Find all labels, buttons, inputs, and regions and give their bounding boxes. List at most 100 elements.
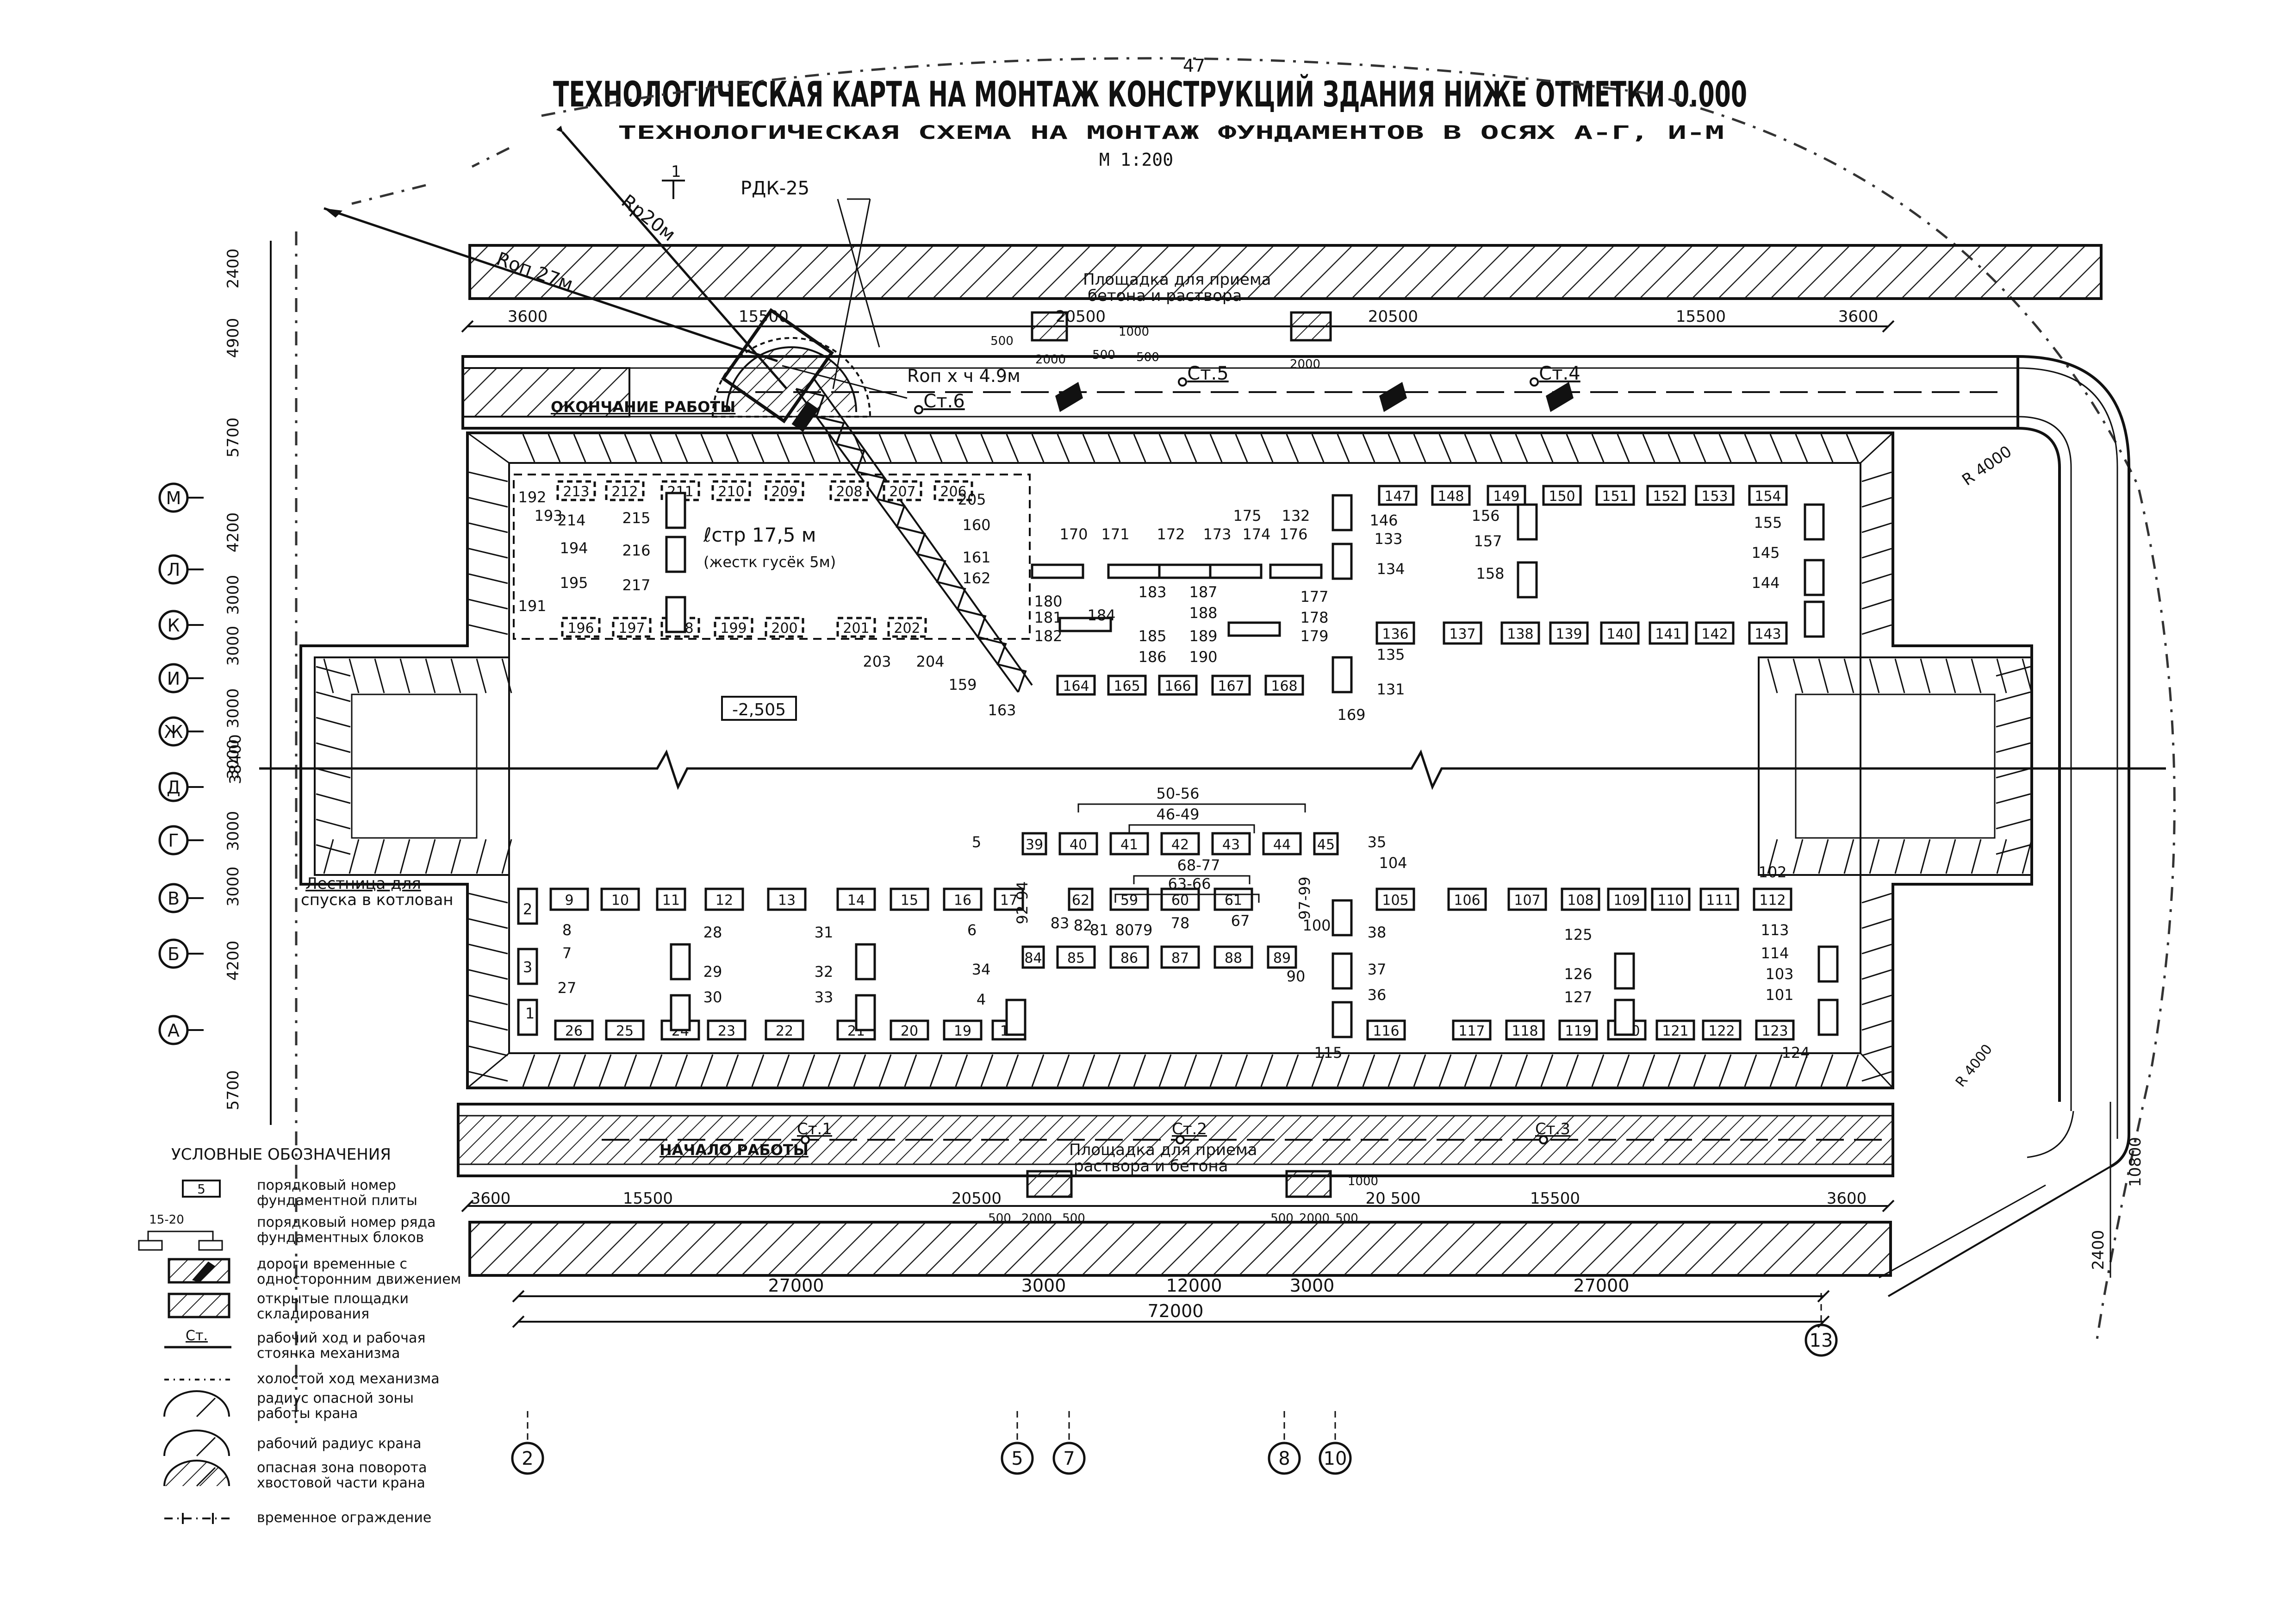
left-dimension: 4200 (224, 941, 243, 981)
column-axis-label: 2 (522, 1448, 533, 1469)
foundation-label: 37 (1368, 961, 1387, 978)
platform-bottom-line2: раствора и бетона (1074, 1157, 1228, 1175)
foundation-block-bar (1804, 559, 1825, 596)
foundation-plate-number: 142 (1701, 626, 1728, 643)
foundation-label: 6 (967, 921, 977, 939)
elevation-mark: -2,505 (732, 700, 786, 719)
foundation-label: 191 (518, 597, 546, 615)
foundation-label: 215 (622, 509, 650, 527)
foundation-block-bar (665, 596, 686, 633)
foundation-label: 172 (1157, 525, 1185, 543)
foundation-label: 204 (916, 653, 944, 670)
foundation-plate-number: 19 (954, 1023, 971, 1039)
temporary-fence (295, 57, 2176, 1426)
foundation-label: 103 (1765, 965, 1793, 983)
block-row-range: 50-56 (1157, 785, 1200, 802)
column-axis-bubble (1268, 1442, 1301, 1475)
foundation-plate (1646, 485, 1686, 506)
foundation-plate-number: 139 (1556, 626, 1582, 643)
bottom-storage-area (468, 1221, 1892, 1277)
foundation-plate (1375, 621, 1415, 645)
legend-sample-plate: 5 (197, 1181, 205, 1197)
foundation-plate (600, 887, 640, 911)
foundation-plate-number: 154 (1755, 488, 1781, 505)
foundation-plate-number: 11 (662, 893, 680, 909)
road-radius-label: R 4000 (1959, 442, 2015, 489)
top-storage-area (468, 244, 2103, 300)
foundation-plate-number: 44 (1273, 837, 1291, 853)
foundation-plate-number: 121 (1662, 1023, 1688, 1039)
foundation-plate (1600, 621, 1640, 645)
top-small-dimension: 2000 (1035, 353, 1066, 367)
foundation-plate (1267, 945, 1297, 969)
foundation-label: 135 (1376, 646, 1405, 663)
foundation-plate (883, 480, 922, 501)
foundation-block-bar (1614, 952, 1635, 990)
foundation-label: 32 (815, 963, 834, 981)
foundation-plate-number: 39 (1026, 837, 1043, 853)
foundation-block-bar (665, 492, 686, 529)
left-dimension: 38400 (226, 734, 245, 784)
foundation-plate (1109, 832, 1149, 856)
foundation-label: 29 (703, 963, 722, 981)
header: 47 ТЕХНОЛОГИЧЕСКАЯ КАРТА НА МОНТАЖ КОНСТ… (553, 56, 1747, 170)
foundation-plate (1702, 1019, 1742, 1041)
row-axis-label: В (168, 888, 180, 909)
foundation-label: 193 (534, 507, 562, 525)
stairs-label-line1: Лестница для (305, 874, 421, 893)
foundation-plate (711, 480, 751, 501)
foundation-plate-number: 138 (1507, 626, 1533, 643)
foundation-block-bar (1817, 999, 1839, 1036)
foundation-block-bar (1804, 600, 1825, 638)
scale-label: М 1:200 (1099, 150, 1173, 170)
foundation-label: 127 (1564, 988, 1592, 1006)
foundation-plate (1158, 675, 1198, 696)
foundation-plate-number: 84 (1024, 950, 1042, 967)
foundation-plate-number: 153 (1701, 488, 1728, 505)
foundation-plate (1107, 675, 1147, 696)
foundation-label: 7 (562, 944, 572, 962)
foundation-plate-number: 196 (567, 620, 594, 637)
foundation-plate-number: 26 (565, 1023, 583, 1039)
left-dimension: 5700 (224, 418, 243, 458)
block-row-range: 46-49 (1157, 806, 1200, 823)
foundation-plate (1160, 945, 1200, 969)
legend-item-text: открытые площадки (257, 1291, 409, 1307)
bottom-small-dimension: 500 (1062, 1212, 1085, 1225)
foundation-plate-number: 152 (1653, 488, 1679, 505)
foundation-plate-number: 199 (720, 620, 747, 637)
foundation-plate (1561, 887, 1600, 911)
top-dimension: 15500 (739, 307, 789, 326)
foundation-plate (704, 887, 744, 911)
legend-item-text: работы крана (257, 1405, 358, 1422)
road-radius-label-2: R 4000 (1953, 1041, 1996, 1090)
foundation-label: 178 (1300, 609, 1328, 626)
foundation-label: 1 (525, 1005, 535, 1022)
foundation-label: 82 (1074, 917, 1093, 934)
foundation-label: 90 (1287, 968, 1306, 985)
foundation-block-bar (1332, 899, 1353, 937)
page-subtitle: ТЕХНОЛОГИЧЕСКАЯ СХЕМА НА МОНТАЖ ФУНДАМЕН… (618, 122, 1724, 144)
foundation-label: 36 (1368, 986, 1387, 1004)
foundation-plate (1507, 887, 1547, 911)
foundation-label: 104 (1379, 854, 1407, 872)
row-axis-label: М (166, 488, 181, 508)
foundation-plate (1109, 887, 1149, 911)
legend-item-text: дороги временные с (257, 1256, 407, 1272)
foundation-plate (1542, 485, 1582, 506)
bottom-small-dimension: 500 (988, 1212, 1011, 1225)
foundation-plate (933, 480, 973, 501)
foundation-plate (1160, 832, 1200, 856)
top-dimension: 3600 (1838, 307, 1879, 326)
foundation-block-bar (1332, 1001, 1353, 1038)
top-road (461, 355, 2019, 430)
bottom-road (457, 1103, 1894, 1177)
legend-sample-row: 15-20 (149, 1213, 184, 1227)
foundation-label: 158 (1476, 565, 1504, 582)
bottom-small-dimension: 500 (1335, 1212, 1358, 1225)
foundation-label: 216 (622, 542, 650, 559)
foundation-plate (1068, 887, 1094, 911)
foundation-plate-number: 206 (940, 484, 966, 500)
